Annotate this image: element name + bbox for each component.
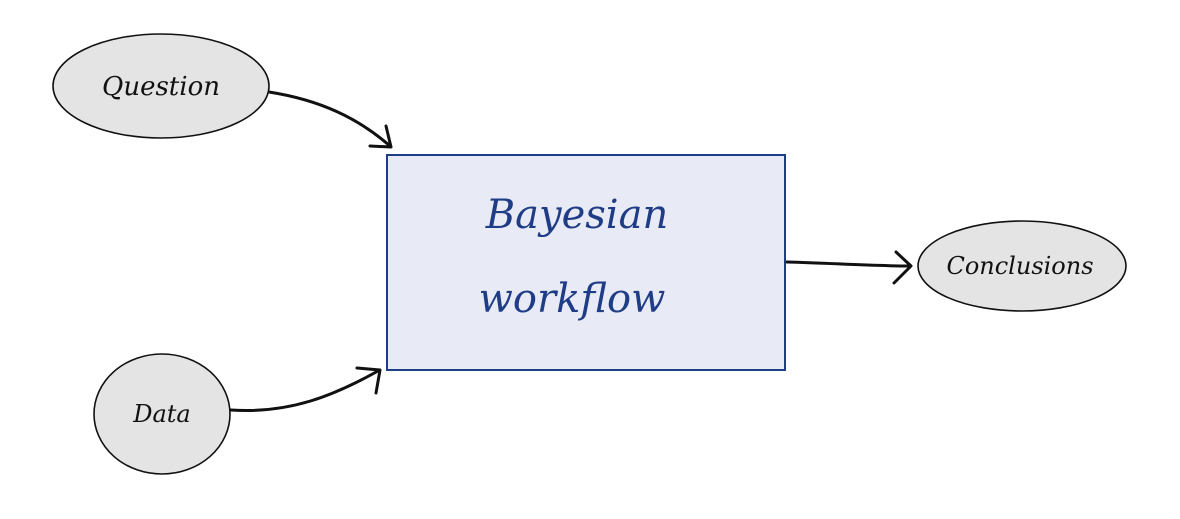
data-node: Data xyxy=(93,353,231,475)
arrow-question-head xyxy=(368,124,393,149)
question-ellipse xyxy=(52,33,270,139)
data-label: Data xyxy=(132,400,191,428)
question-node: Question xyxy=(52,33,270,139)
data-ellipse xyxy=(93,353,231,475)
conclusions-node: Conclusions xyxy=(917,220,1127,312)
arrow-workflow-to-conclusions xyxy=(785,250,913,285)
workflow-box xyxy=(386,154,786,371)
arrow-question-shaft xyxy=(267,90,392,148)
arrow-conclusions-head xyxy=(892,250,913,285)
workflow-label-line1: Bayesian xyxy=(485,192,668,238)
workflow-label-line2: workflow xyxy=(479,276,666,322)
arrow-data-to-workflow xyxy=(229,366,382,413)
arrow-data-shaft xyxy=(229,369,380,413)
arrow-data-head xyxy=(355,366,382,395)
arrow-question-to-workflow xyxy=(267,90,393,149)
workflow-node: Bayesian workflow xyxy=(386,154,786,371)
conclusions-ellipse xyxy=(917,220,1127,312)
question-label: Question xyxy=(102,72,220,102)
arrow-conclusions-shaft xyxy=(785,260,912,268)
conclusions-label: Conclusions xyxy=(946,252,1093,280)
